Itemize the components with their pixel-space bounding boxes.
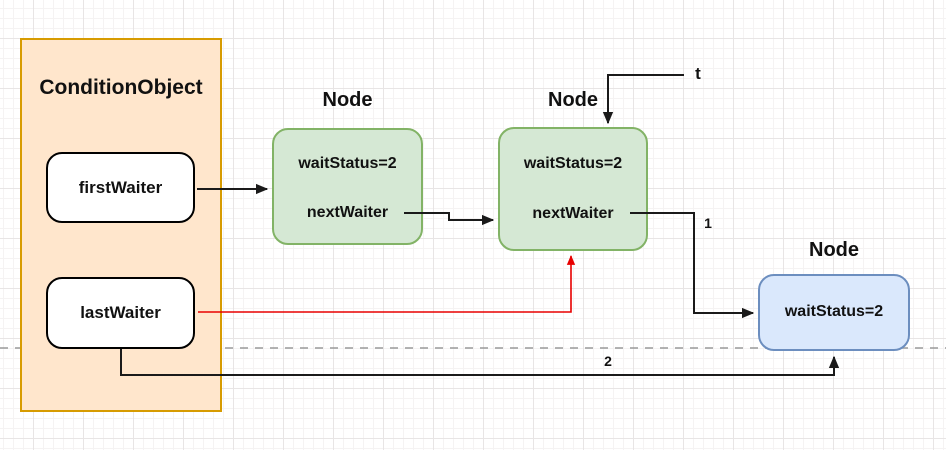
last-waiter-field: lastWaiter	[46, 277, 195, 349]
edge-label-2: 2	[604, 353, 612, 369]
arrow-lastwaiter-to-node2-red	[198, 255, 576, 313]
node3-title: Node	[809, 239, 859, 261]
last-waiter-label: lastWaiter	[80, 303, 161, 322]
node3-box: waitStatus=2	[758, 274, 910, 351]
node2-next-waiter: nextWaiter	[532, 205, 614, 222]
condition-object-title: ConditionObject	[39, 76, 203, 99]
condition-object-box: ConditionObject	[20, 38, 222, 412]
node1-box: waitStatus=2 nextWaiter	[272, 128, 423, 245]
node1-wait-status: waitStatus=2	[298, 155, 397, 172]
node2-box: waitStatus=2 nextWaiter	[498, 127, 648, 251]
arrow-lastwaiter-to-node3	[120, 349, 840, 376]
first-waiter-label: firstWaiter	[78, 177, 163, 197]
thread-t-label: t	[695, 64, 701, 83]
node1-title: Node	[322, 89, 373, 111]
node3-wait-status: waitStatus=2	[784, 303, 884, 320]
node1-next-waiter: nextWaiter	[306, 204, 389, 221]
node2-wait-status: waitStatus=2	[523, 155, 623, 172]
first-waiter-field: firstWaiter	[46, 152, 195, 223]
edge-label-1: 1	[704, 215, 712, 231]
node2-title: Node	[548, 89, 598, 111]
arrow-node2-nextwaiter-to-node3	[630, 212, 755, 319]
